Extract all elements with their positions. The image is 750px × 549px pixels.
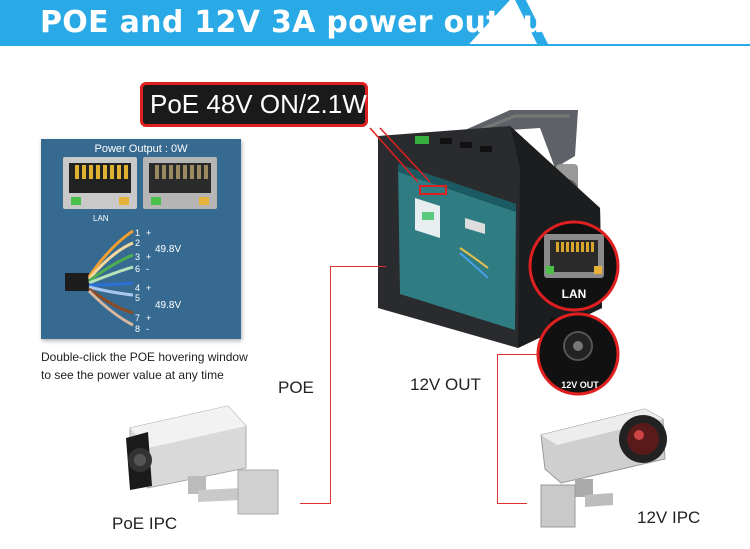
pin-number: 6	[135, 264, 141, 274]
poe-status-box	[140, 82, 368, 127]
lan-port-label: LAN	[561, 287, 587, 301]
pin-sign: +	[146, 313, 152, 323]
pin-sign: +	[146, 228, 152, 238]
poe-status-text: PoE 48V ON/2.1W	[150, 89, 367, 119]
dc-port-zoom	[536, 312, 620, 396]
pin-number: 2	[135, 238, 141, 248]
out12v-label: 12V OUT	[410, 375, 481, 394]
power-output-title: Power Output : 0W	[94, 143, 188, 155]
poe-connector-horizontal	[330, 266, 386, 267]
poe-connector-foot	[300, 503, 331, 504]
dc-connector-horizontal	[497, 354, 537, 355]
caption-line-1: Double-click the POE hovering window	[41, 350, 248, 364]
panel-lan-label: LAN	[93, 214, 109, 223]
pin-number: 3	[135, 252, 141, 262]
poe-connector-vertical	[330, 266, 331, 504]
pin-sign: +	[146, 252, 152, 262]
voltage-bottom: 49.8V	[155, 300, 182, 311]
banner-underline	[0, 44, 750, 46]
tester-device-illustration	[378, 110, 602, 348]
12v-ipc-camera-illustration	[540, 408, 667, 528]
poe-ipc-camera-illustration	[126, 405, 279, 515]
12v-ipc-label: 12V IPC	[637, 508, 701, 527]
voltage-top: 49.8V	[155, 244, 182, 255]
poe-pointer-line	[369, 127, 431, 183]
dc-port-label: 12V OUT	[561, 380, 599, 390]
pin-number: 5	[135, 293, 141, 303]
pin-number: 7	[135, 313, 141, 323]
lan-port-diagram	[63, 157, 217, 327]
lan-port-zoom	[528, 220, 620, 312]
dc-connector-vertical	[497, 354, 498, 504]
banner-bar	[0, 0, 510, 44]
dc-connector-foot	[497, 503, 527, 504]
page-title: POE and 12V 3A power output	[40, 5, 559, 40]
pin-sign: -	[146, 264, 149, 274]
poe-ipc-label: PoE IPC	[112, 514, 178, 533]
caption-line-2: to see the power value at any time	[41, 368, 224, 382]
pin-sign: +	[146, 283, 152, 293]
pin-number: 4	[135, 283, 141, 293]
pin-number: 8	[135, 324, 141, 334]
pin-sign: -	[146, 324, 149, 334]
pin-number: 1	[135, 228, 141, 238]
poe-label: POE	[278, 378, 314, 397]
